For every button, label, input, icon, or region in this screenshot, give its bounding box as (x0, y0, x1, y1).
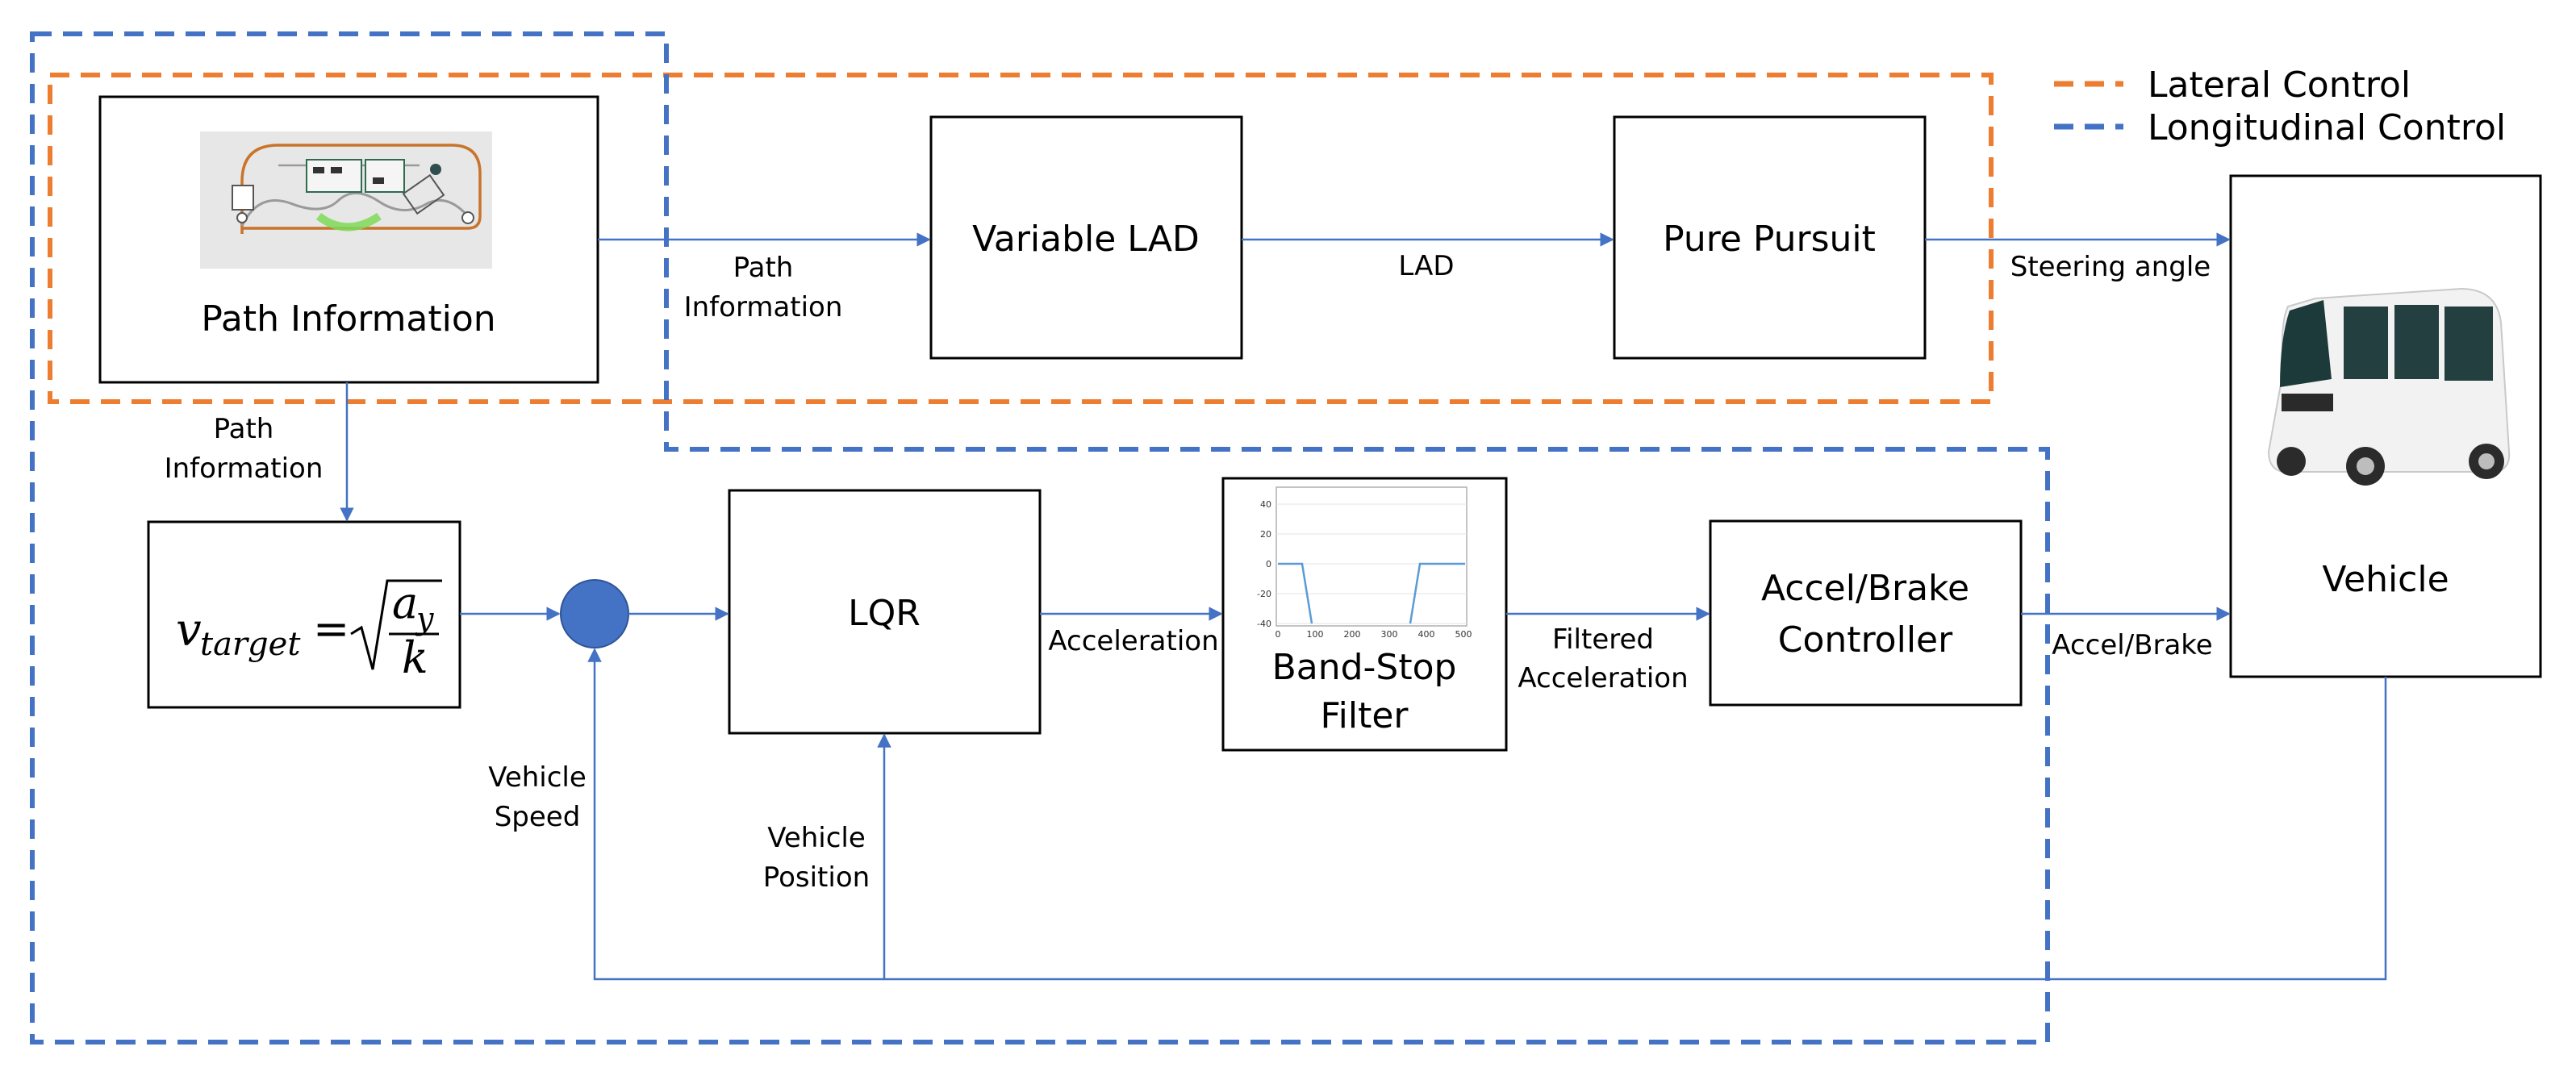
eq-equals: = (313, 603, 349, 654)
vehicle-block: Vehicle (2229, 174, 2542, 678)
track-map-image (200, 131, 492, 269)
path-information-block: Path Information (98, 95, 599, 384)
vehicle-bus-image (2267, 287, 2511, 486)
eq-lhs-subscript: target (200, 626, 301, 663)
eq-denominator: k (402, 632, 428, 683)
plot-x-tick-400: 400 (1418, 629, 1435, 640)
pure-pursuit-block: Pure Pursuit (1613, 115, 1927, 360)
summing-junction (560, 579, 629, 648)
plot-x-tick-0: 0 (1275, 629, 1281, 640)
v-target-equation-block: v target = a y k (147, 520, 461, 709)
variable-lad-block: Variable LAD (929, 115, 1243, 360)
plot-y-tick-40: 40 (1260, 499, 1271, 510)
accel-brake-label-line1: Accel/Brake (1761, 568, 1969, 609)
signal-accel-brake: Accel/Brake (2052, 629, 2212, 661)
feedback-line (587, 648, 2387, 981)
plot-y-tick-minus40: -40 (1257, 619, 1271, 629)
eq-numerator: a (392, 578, 418, 628)
plot-x-tick-300: 300 (1381, 629, 1398, 640)
path-information-label: Path Information (201, 298, 495, 340)
plot-x-tick-100: 100 (1307, 629, 1324, 640)
lateral-control-region (48, 73, 1994, 404)
filter-response-plot: 40 20 0 -20 -40 0 100 200 300 400 500 (1257, 486, 1472, 640)
band-stop-filter-block: 40 20 0 -20 -40 0 100 200 300 400 500 Ba… (1221, 477, 1508, 752)
signal-vehicle-speed-line2: Speed (495, 801, 581, 833)
legend-lateral-label: Lateral Control (2148, 65, 2411, 106)
signal-filtered-line1: Filtered (1552, 623, 1654, 656)
band-stop-label-line1: Band-Stop (1272, 647, 1457, 688)
plot-x-tick-200: 200 (1344, 629, 1361, 640)
eq-radical-sign (350, 579, 442, 670)
band-stop-label-line2: Filter (1321, 695, 1409, 736)
legend: Lateral Control Longitudinal Control (2054, 65, 2506, 148)
plot-x-tick-500: 500 (1455, 629, 1472, 640)
signal-path-info-1-line1: Path (733, 252, 794, 284)
signal-path-info-1-line2: Information (684, 291, 843, 323)
signal-path-info-2-line1: Path (214, 413, 274, 445)
plot-y-tick-20: 20 (1260, 529, 1271, 540)
legend-longitudinal-label: Longitudinal Control (2148, 107, 2506, 148)
pure-pursuit-label: Pure Pursuit (1663, 219, 1876, 260)
signal-vehicle-position-line2: Position (763, 861, 870, 894)
signal-steering-angle: Steering angle (2010, 251, 2211, 283)
eq-numerator-subscript: y (415, 601, 434, 636)
eq-lhs: v (176, 604, 202, 657)
vehicle-label: Vehicle (2322, 559, 2449, 600)
signal-lad: LAD (1398, 250, 1454, 282)
lqr-label: LQR (848, 593, 921, 634)
signal-vehicle-position-line1: Vehicle (767, 822, 866, 854)
accel-brake-label-line2: Controller (1778, 619, 1953, 661)
variable-lad-label: Variable LAD (972, 219, 1200, 260)
longitudinal-control-region (30, 31, 2050, 1045)
signal-filtered-line2: Acceleration (1518, 662, 1688, 694)
signal-acceleration: Acceleration (1048, 625, 1218, 657)
lqr-block: LQR (728, 489, 1042, 735)
plot-y-tick-0: 0 (1266, 559, 1271, 569)
signal-vehicle-speed-line1: Vehicle (488, 761, 587, 794)
signal-path-info-2-line2: Information (165, 452, 324, 485)
accel-brake-controller-block: Accel/Brake Controller (1709, 519, 2023, 707)
plot-y-tick-minus20: -20 (1257, 589, 1271, 599)
